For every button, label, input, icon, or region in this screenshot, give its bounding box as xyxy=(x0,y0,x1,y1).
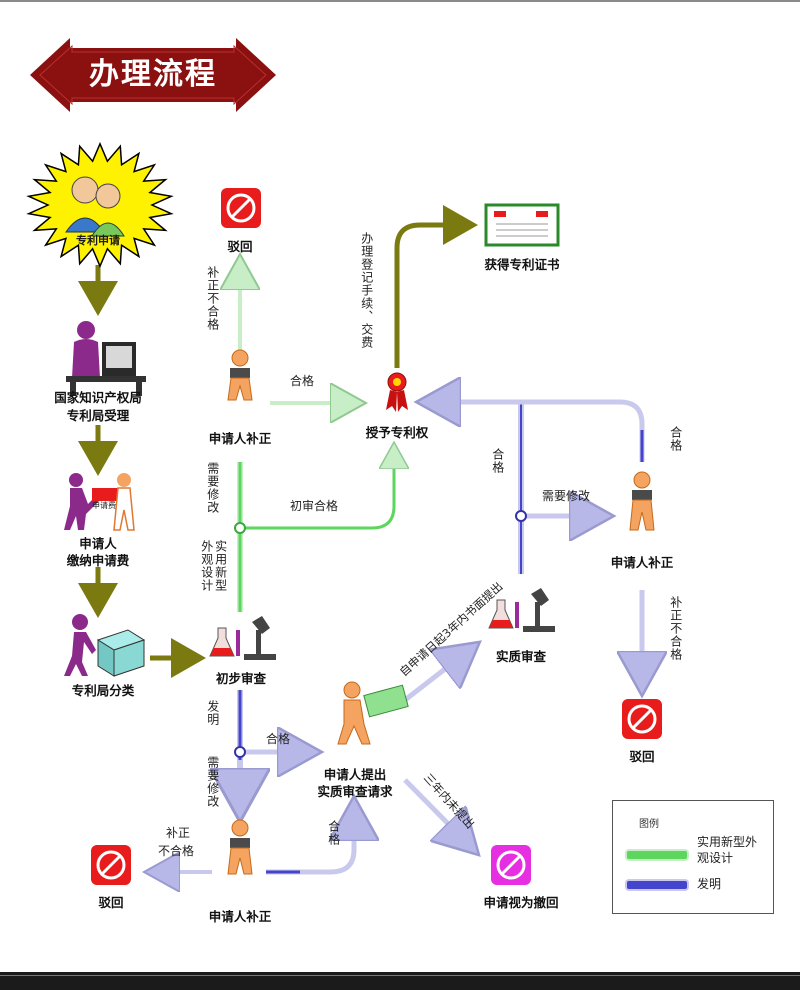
ann-correct-fail-right: 补正不合格 xyxy=(668,596,683,661)
substantive-lab-icon xyxy=(488,588,555,632)
node-apply-label: 专利申请 xyxy=(76,234,120,247)
node-fee-line2: 缴纳申请费 xyxy=(66,553,130,568)
node-request-line2: 实质审查请求 xyxy=(317,784,393,799)
ann-prelim-pass: 初审合格 xyxy=(290,499,339,513)
legend-label-utility: 实用新型外观设计 xyxy=(697,835,758,865)
withdrawn-icon xyxy=(491,845,531,885)
title-banner: 办理流程 xyxy=(30,38,276,112)
fee-badge-text: 申请费 xyxy=(92,501,116,510)
legend: 图例 实用新型外观设计 发明 xyxy=(612,800,774,914)
ann-correct-fail-top: 补正不合格 xyxy=(205,266,220,331)
ann-qualified-right: 合格 xyxy=(668,426,683,452)
node-reject-top: 驳回 xyxy=(227,239,253,254)
node-fee-line1: 申请人 xyxy=(79,536,117,551)
blue-path xyxy=(152,402,642,872)
bottom-bar xyxy=(0,972,800,990)
node-certificate: 获得专利证书 xyxy=(484,257,560,272)
ann-qualified-sub: 合格 xyxy=(490,448,505,474)
node-correct-right: 申请人补正 xyxy=(610,555,674,570)
node-reject-left: 驳回 xyxy=(98,895,124,910)
ann-needs-edit-left: 需要修改 xyxy=(205,462,220,514)
green-path xyxy=(235,262,394,612)
ann-qualified-top: 合格 xyxy=(290,374,315,388)
ann-register-fee: 办理登记手续、交费 xyxy=(359,232,374,349)
ann-correct-fail-left-l1: 补正 xyxy=(166,826,191,840)
node-withdrawn: 申请视为撤回 xyxy=(483,895,559,910)
ann-utility-design: 实用新型外观设计 xyxy=(199,540,228,592)
node-classify: 专利局分类 xyxy=(71,683,135,698)
reject-icon-left xyxy=(91,845,131,885)
person-icon-top xyxy=(227,349,253,401)
person-request-icon xyxy=(337,681,409,745)
node-accept-line2: 专利局受理 xyxy=(66,408,130,423)
legend-label-invention: 发明 xyxy=(697,877,722,891)
ann-needs-edit-right: 需要修改 xyxy=(542,489,591,503)
classify-icon xyxy=(64,614,146,677)
person-icon-right xyxy=(629,471,655,531)
person-icon-bottom xyxy=(227,819,253,875)
node-grant: 授予专利权 xyxy=(365,425,429,440)
prelim-lab-icon xyxy=(209,616,276,660)
arrow-grant-to-certificate xyxy=(394,205,478,368)
grant-ribbon-icon xyxy=(386,372,408,412)
ann-needs-edit-bottom: 需要修改 xyxy=(205,756,220,808)
node-substantive: 实质审查 xyxy=(495,649,546,664)
node-accept-line1: 国家知识产权局 xyxy=(54,390,142,405)
clerk-desk-icon xyxy=(66,321,146,396)
ann-correct-fail-left-l2: 不合格 xyxy=(158,844,195,858)
page-title: 办理流程 xyxy=(89,57,217,92)
fee-payment-icon xyxy=(64,473,135,531)
top-rule xyxy=(0,0,800,2)
reject-icon-right xyxy=(622,699,662,739)
ann-invention: 发明 xyxy=(205,700,220,726)
node-correct-bottom: 申请人补正 xyxy=(208,909,272,924)
ann-qualified-bottom: 合格 xyxy=(326,820,341,846)
certificate-icon xyxy=(484,203,560,247)
ann-qualified-mid: 合格 xyxy=(266,732,291,746)
legend-swatch-invention xyxy=(627,881,687,889)
node-prelim: 初步审查 xyxy=(215,671,266,686)
legend-swatch-utility xyxy=(627,851,687,859)
node-request-line1: 申请人提出 xyxy=(323,767,387,782)
node-reject-right: 驳回 xyxy=(629,749,655,764)
apply-starburst xyxy=(26,141,174,269)
reject-icon-top xyxy=(221,188,261,228)
legend-title: 图例 xyxy=(639,819,659,830)
node-correct-top: 申请人补正 xyxy=(208,431,272,446)
